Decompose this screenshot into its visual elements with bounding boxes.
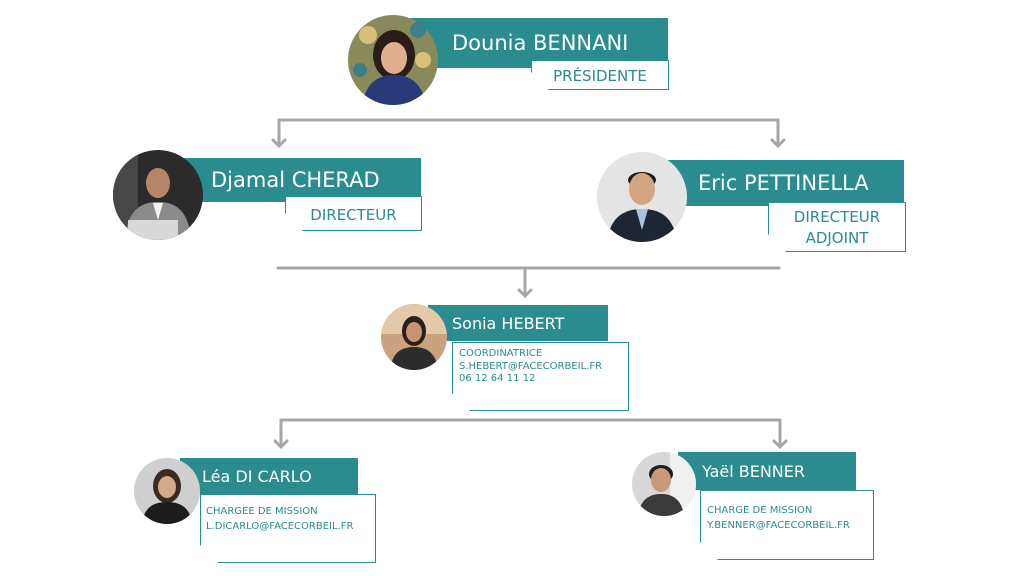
coordinator-info-box: COORDINATRICE S.HEBERT@FACECORBEIL.FR 06… xyxy=(452,342,629,411)
director-name: Djamal CHERAD xyxy=(211,168,380,192)
coordinator-role: COORDINATRICE xyxy=(459,348,543,359)
deputy-director-role-line2: ADJOINT xyxy=(805,229,869,247)
director-role-box: DIRECTEUR xyxy=(285,196,422,231)
president-role-box: PRÉSIDENTE xyxy=(531,60,669,90)
mission-2-role: CHARGE DE MISSION xyxy=(707,505,813,516)
portrait-photo-icon xyxy=(597,152,687,242)
portrait-photo-icon xyxy=(113,150,203,240)
portrait-photo-icon xyxy=(632,452,696,516)
president-avatar xyxy=(348,15,438,105)
deputy-director-avatar xyxy=(597,152,687,242)
mission-2-email[interactable]: Y.BENNER@FACECORBEIL.FR xyxy=(707,519,850,531)
coordinator-avatar xyxy=(381,304,447,370)
mission-2-name: Yaël BENNER xyxy=(702,461,805,481)
mission-1-avatar xyxy=(134,458,200,524)
president-role: PRÉSIDENTE xyxy=(553,67,647,85)
director-name-bar: Djamal CHERAD xyxy=(175,158,421,202)
mission-2-info-box: CHARGE DE MISSION Y.BENNER@FACECORBEIL.F… xyxy=(700,490,874,560)
portrait-photo-icon xyxy=(134,458,200,524)
coordinator-phone[interactable]: 06 12 64 11 12 xyxy=(459,373,536,384)
mission-1-info-box: CHARGEE DE MISSION L.DICARLO@FACECORBEIL… xyxy=(200,494,376,563)
directors-connector xyxy=(276,266,781,299)
mission-1-name: Léa DI CARLO xyxy=(202,466,312,486)
president-connector xyxy=(271,118,786,149)
portrait-photo-icon xyxy=(348,15,438,105)
deputy-director-role-line1: DIRECTEUR xyxy=(793,208,881,226)
coordinator-name-bar: Sonia HEBERT xyxy=(428,305,608,341)
deputy-director-name-bar: Eric PETTINELLA xyxy=(658,160,904,206)
coordinator-email[interactable]: S.HEBERT@FACECORBEIL.FR xyxy=(459,360,603,372)
president-name: Dounia BENNANI xyxy=(452,31,629,55)
director-role: DIRECTEUR xyxy=(310,206,397,224)
mission-1-email[interactable]: L.DICARLO@FACECORBEIL.FR xyxy=(206,520,354,532)
mission-1-role: CHARGEE DE MISSION xyxy=(206,506,318,517)
mission-2-avatar xyxy=(632,452,696,516)
president-name-bar: Dounia BENNANI xyxy=(410,18,668,68)
coordinator-name: Sonia HEBERT xyxy=(452,313,565,333)
deputy-director-role-box: DIRECTEUR ADJOINT xyxy=(768,202,906,252)
mission-2-name-bar: Yaël BENNER xyxy=(678,452,856,490)
coordinator-connector xyxy=(273,418,788,450)
portrait-photo-icon xyxy=(381,304,447,370)
director-avatar xyxy=(113,150,203,240)
mission-1-name-bar: Léa DI CARLO xyxy=(180,458,358,494)
deputy-director-name: Eric PETTINELLA xyxy=(698,171,869,195)
